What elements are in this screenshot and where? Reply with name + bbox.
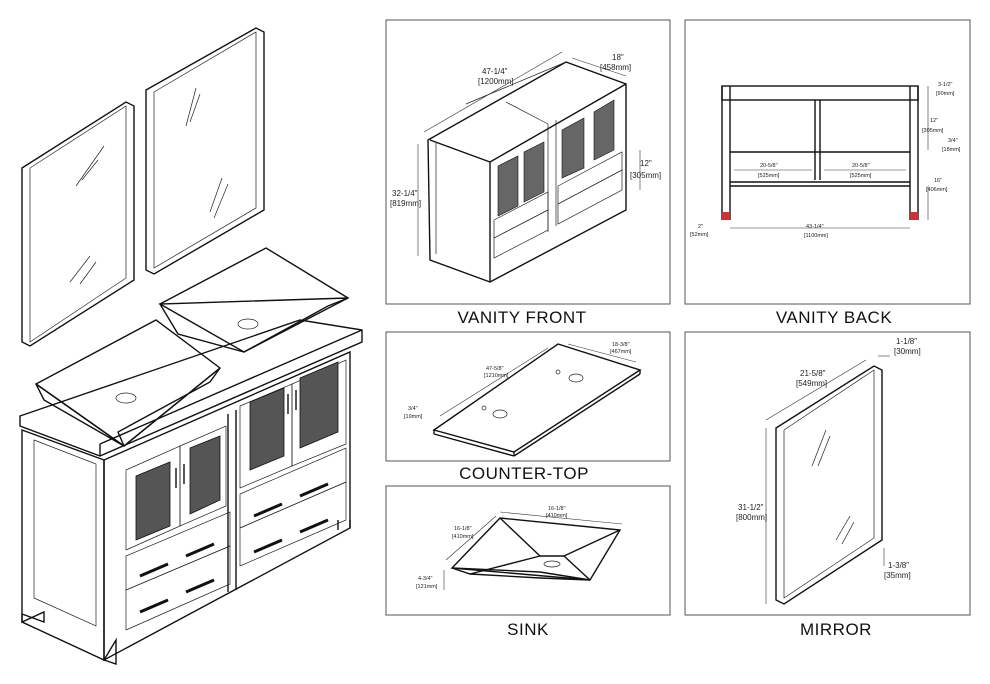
vanity-cabinet-illustration (21, 350, 351, 665)
back-width-in: 43-1/4" (806, 224, 824, 230)
counter-top-illustration (19, 319, 363, 457)
front-inner-in: 12" (640, 159, 652, 168)
counter-top-title: COUNTER-TOP (459, 464, 589, 483)
sink-depth-mm: [410mm] (452, 534, 474, 540)
back-right-mm: [525mm] (850, 173, 872, 179)
front-inner-mm: [305mm] (630, 171, 661, 180)
sink-height-mm: [121mm] (416, 584, 438, 590)
front-width-mm: [1200mm] (478, 77, 514, 86)
front-height-in: 32-1/4" (392, 189, 418, 198)
sink-width-mm: [410mm] (546, 513, 568, 519)
sink-depth-in: 16-1/8" (454, 526, 472, 532)
mirror-width-in: 21-5/8" (800, 369, 826, 378)
front-depth-mm: [458mm] (600, 63, 631, 72)
vanity-front-title: VANITY FRONT (457, 308, 586, 327)
panel-counter-top: 47-5/8" [1210mm] 18-3/8" [467mm] 3/4" [1… (385, 331, 671, 483)
front-width-in: 47-1/4" (482, 67, 508, 76)
back-foot-mm: [52mm] (690, 232, 709, 238)
sink-width-in: 16-1/8" (548, 506, 566, 512)
mirror-height-mm: [800mm] (736, 513, 767, 522)
right-mirror (145, 27, 265, 275)
panel-vanity-back: 20-5/8" [525mm] 20-5/8" [525mm] 43-1/4" … (684, 19, 971, 327)
back-foot-in: 2" (698, 224, 703, 230)
mirror-width-mm: [549mm] (796, 379, 827, 388)
back-right-in: 20-5/8" (852, 163, 870, 169)
front-height-mm: [819mm] (390, 199, 421, 208)
panel-sink: 16-1/8" [410mm] 16-1/8" [410mm] 4-3/4" [… (385, 485, 671, 639)
counter-width-in: 47-5/8" (486, 366, 504, 372)
back-left-in: 20-5/8" (760, 163, 778, 169)
mirror-bottom-in: 1-3/8" (888, 561, 909, 570)
mirror-height-in: 31-1/2" (738, 503, 764, 512)
left-vessel-sink-illustration (34, 319, 222, 448)
counter-depth-mm: [467mm] (610, 349, 632, 355)
mirror-depth-mm: [30mm] (894, 347, 921, 356)
back-top-mm: [90mm] (936, 91, 955, 97)
counter-depth-in: 18-3/8" (612, 342, 630, 348)
back-rail-in: 3/4" (948, 138, 958, 144)
mirror-title: MIRROR (800, 620, 872, 639)
mirror-bottom-mm: [35mm] (884, 571, 911, 580)
front-depth-in: 18" (612, 53, 624, 62)
left-mirror (21, 101, 135, 347)
right-vessel-sink-illustration (158, 247, 350, 353)
counter-thick-mm: [19mm] (404, 414, 423, 420)
counter-thick-in: 3/4" (408, 406, 418, 412)
panel-mirror: 21-5/8" [549mm] 1-1/8" [30mm] 31-1/2" [8… (684, 331, 971, 639)
back-mid-mm: [305mm] (922, 128, 944, 134)
sink-height-in: 4-3/4" (418, 576, 433, 582)
vanity-illustration (19, 27, 363, 665)
back-left-mm: [525mm] (758, 173, 780, 179)
back-mid-in: 12" (930, 118, 938, 124)
back-leg-mm: [406mm] (926, 187, 948, 193)
counter-width-mm: [1210mm] (484, 373, 509, 379)
panel-vanity-front: 47-1/4" [1200mm] 18" [458mm] 32-1/4" [81… (385, 19, 671, 327)
back-width-mm: [1100mm] (804, 233, 829, 239)
mirror-depth-in: 1-1/8" (896, 337, 917, 346)
back-rail-mm: [18mm] (942, 147, 961, 153)
back-top-in: 3-1/2" (938, 82, 953, 88)
vanity-back-title: VANITY BACK (776, 308, 893, 327)
back-leg-in: 16" (934, 178, 942, 184)
sink-title: SINK (507, 620, 549, 639)
